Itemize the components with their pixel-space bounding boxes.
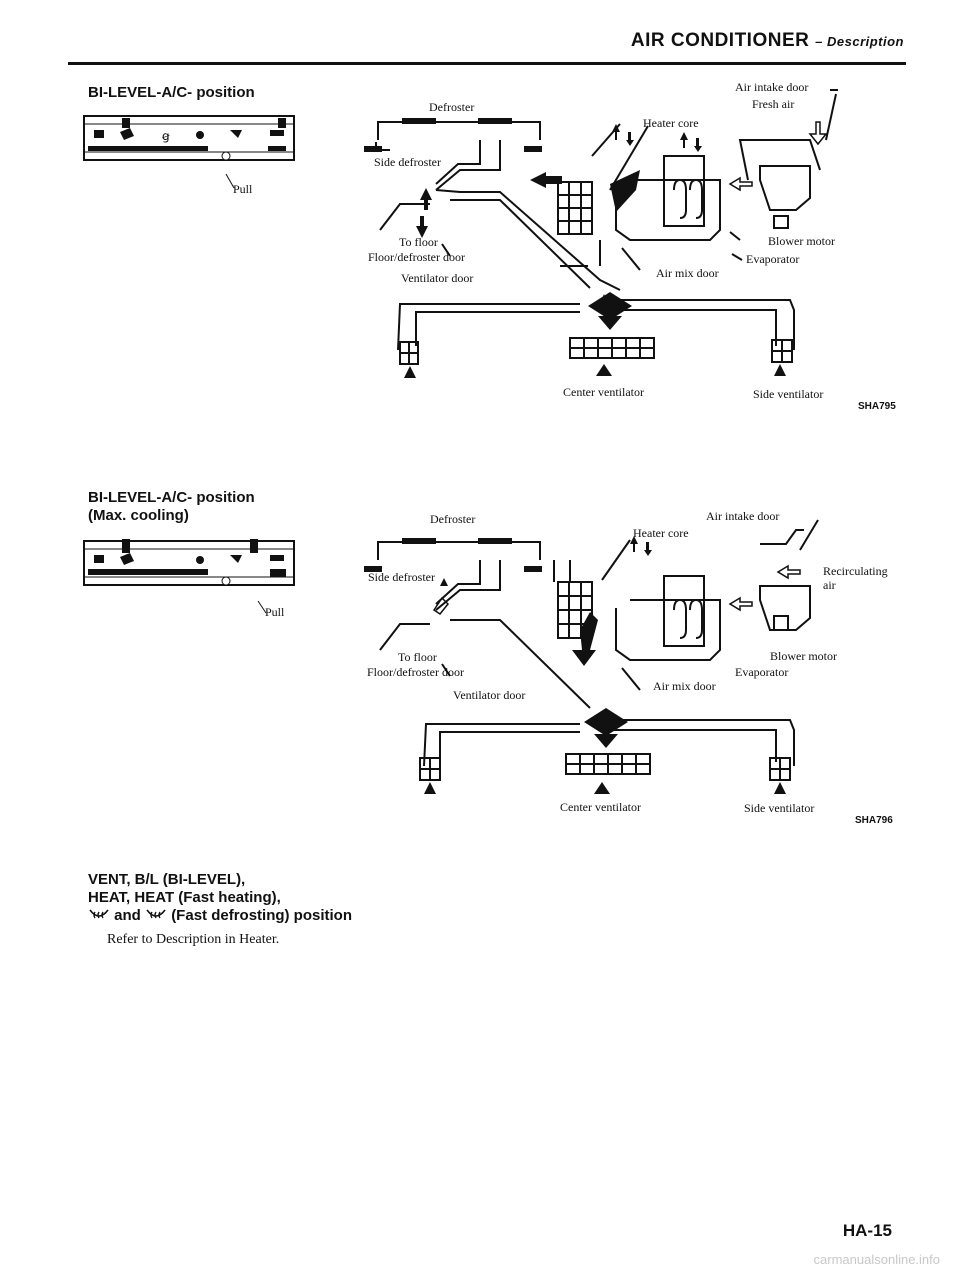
diagram1-evaporator-label: Evaporator [746, 252, 800, 266]
diagram2-air-intake-door-label: Air intake door [706, 509, 780, 523]
page-title-main: AIR CONDITIONER [630, 30, 810, 51]
diagram2-to-floor-label: To floor [398, 650, 437, 664]
diagram2-floor-defroster-door-label: Floor/defroster door [367, 665, 464, 679]
control-panel-1: ꞡ [83, 115, 295, 189]
section2-heading-line2: (Max. cooling) [88, 507, 189, 524]
section2-heading: BI-LEVEL-A/C- position (Max. cooling) [88, 489, 255, 525]
page-title-subtitle: Description [826, 34, 904, 49]
header-rule [68, 62, 906, 65]
section3-heading-line1: VENT, B/L (BI-LEVEL), [88, 871, 246, 888]
airflow-diagram-1 [364, 89, 838, 378]
page-number: HA-15 [842, 1221, 892, 1240]
section3-heading-and: and [114, 907, 141, 924]
diagram2-air-mix-door-label: Air mix door [653, 679, 716, 693]
figure-code-2: SHA796 [855, 815, 893, 826]
diagram2-air-label: air [823, 578, 836, 592]
page-header: AIR CONDITIONER – Description [0, 0, 960, 80]
section3-heading-line3: and (Fast defrosting) position [88, 907, 352, 925]
diagram2-heater-core-label: Heater core [633, 526, 689, 540]
pull-label-1: Pull [233, 182, 253, 196]
diagram2-side-ventilator-label: Side ventilator [744, 801, 815, 815]
section3-heading: VENT, B/L (BI-LEVEL), HEAT, HEAT (Fast h… [88, 871, 352, 925]
pull-label-2: Pull [265, 605, 285, 619]
fast-defrost-icon [146, 909, 166, 919]
diagram1-center-ventilator-label: Center ventilator [563, 385, 644, 399]
diagram1-side-defroster-label: Side defroster [374, 155, 441, 169]
diagram1-to-floor-label: To floor [399, 235, 438, 249]
page-title: AIR CONDITIONER – Description [630, 30, 904, 51]
diagram1-ventilator-door-label: Ventilator door [401, 271, 474, 285]
diagram1-side-ventilator-label: Side ventilator [753, 387, 824, 401]
control-panel-2 [83, 539, 295, 614]
diagram1-defroster-label: Defroster [429, 100, 475, 114]
defrost-icon [89, 909, 109, 919]
footer-watermark: carmanualsonline.info [813, 1252, 940, 1267]
diagram1-blower-motor-label: Blower motor [768, 234, 835, 248]
figure-code-1: SHA795 [858, 401, 896, 412]
diagram1-air-mix-door-label: Air mix door [656, 266, 719, 280]
diagram2-blower-motor-label: Blower motor [770, 649, 837, 663]
diagram1-floor-defroster-door-label: Floor/defroster door [368, 250, 465, 264]
diagram2-defroster-label: Defroster [430, 512, 476, 526]
svg-text:ꞡ: ꞡ [162, 129, 170, 143]
section1-heading: BI-LEVEL-A/C- position [88, 84, 255, 101]
diagram1-fresh-air-label: Fresh air [752, 97, 795, 111]
section3-body: Refer to Description in Heater. [107, 932, 280, 947]
diagram2-evaporator-label: Evaporator [735, 665, 789, 679]
diagram1-air-intake-door-label: Air intake door [735, 80, 809, 94]
diagram2-side-defroster-label: Side defroster [368, 570, 435, 584]
diagram2-center-ventilator-label: Center ventilator [560, 800, 641, 814]
diagram1-heater-core-label: Heater core [643, 116, 699, 130]
section3-heading-fast: (Fast defrosting) position [171, 907, 353, 924]
section3-heading-line2: HEAT, HEAT (Fast heating), [88, 889, 281, 906]
diagram2-recirculating-label: Recirculating [823, 564, 888, 578]
section2-heading-line1: BI-LEVEL-A/C- position [88, 489, 255, 506]
airflow-diagram-2 [364, 519, 819, 794]
diagram2-ventilator-door-label: Ventilator door [453, 688, 526, 702]
